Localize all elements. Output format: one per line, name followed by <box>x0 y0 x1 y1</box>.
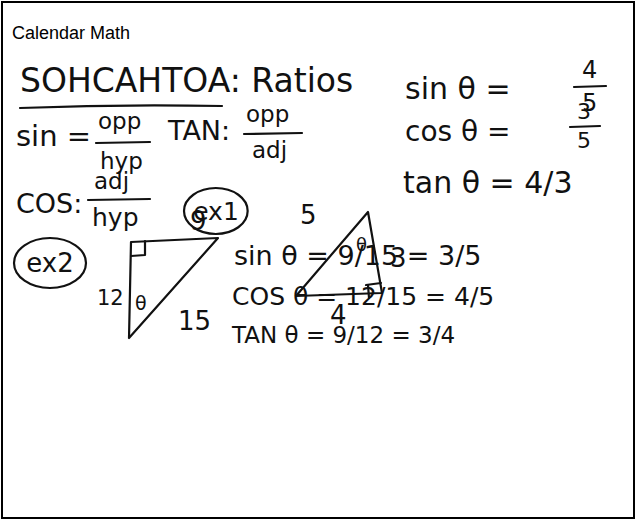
formula-text: TAN: <box>168 117 230 144</box>
formula-text: cos θ = <box>405 118 511 146</box>
fraction-part: 3 <box>577 101 591 123</box>
formula-text: COS θ = 12/15 = 4/5 <box>232 284 494 309</box>
formula-text: COS: <box>16 190 82 217</box>
heading: SOHCAHTOA: Ratios <box>20 64 353 97</box>
side-length: 12 <box>97 288 124 309</box>
angle-symbol: θ <box>135 294 147 313</box>
example-label: ex1 <box>193 199 239 224</box>
formula-text: TAN θ = 9/12 = 3/4 <box>232 324 455 347</box>
side-length: 5 <box>300 202 317 228</box>
formula-text: tan θ = 4/3 <box>403 168 573 198</box>
fraction-part: adj <box>94 170 129 193</box>
underline <box>20 105 222 108</box>
fraction-part: opp <box>246 103 289 126</box>
right-triangle <box>129 238 218 338</box>
circle-outline <box>184 188 248 234</box>
fraction-bar <box>96 142 150 143</box>
fraction-part: hyp <box>92 205 139 230</box>
circled-example: ex1 <box>182 186 250 236</box>
fraction-part: adj <box>252 139 287 162</box>
side-length: 15 <box>178 308 211 334</box>
fraction-bar <box>574 86 606 87</box>
example-label: ex2 <box>26 250 73 276</box>
formula-text: sin = <box>16 122 91 151</box>
circle-outline <box>14 238 86 288</box>
fraction-part: 5 <box>577 130 591 152</box>
fraction-part: 4 <box>582 58 597 82</box>
right-angle-mark <box>131 241 145 256</box>
slide-title: Calendar Math <box>12 24 130 42</box>
fraction-part: opp <box>98 110 141 133</box>
formula-text: sin θ = <box>405 74 511 104</box>
formula-text: sin θ = 9/15 = 3/5 <box>234 242 481 269</box>
fraction-bar <box>570 126 600 127</box>
fraction-bar <box>88 199 150 200</box>
fraction-bar <box>244 133 302 134</box>
circled-example: ex2 <box>12 236 88 290</box>
